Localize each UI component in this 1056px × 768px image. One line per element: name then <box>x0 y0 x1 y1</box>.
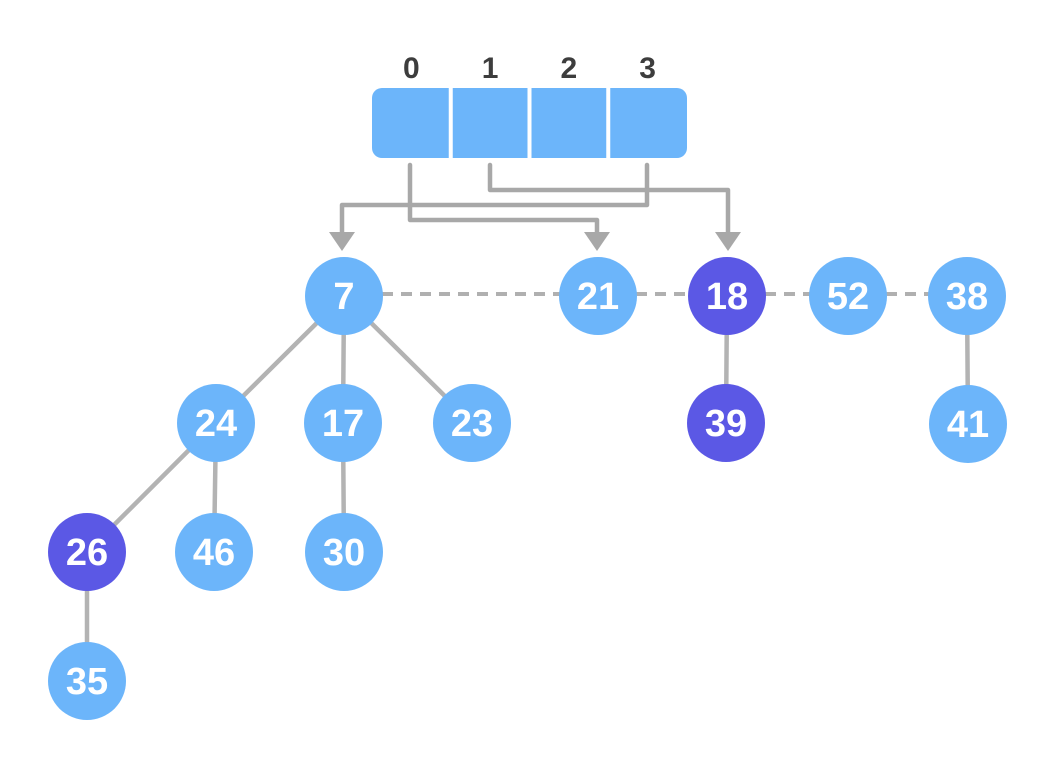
heap-node-circle-7 <box>305 257 383 335</box>
degree-array-index-label: 3 <box>639 52 656 85</box>
heap-node-23: 23 <box>433 384 511 462</box>
heap-node-value-39: 39 <box>705 403 747 445</box>
array-pointer-arrows-layer <box>329 162 741 251</box>
heap-node-26: 26 <box>48 513 126 591</box>
heap-node-circle-46 <box>175 513 253 591</box>
heap-node-value-30: 30 <box>323 532 365 574</box>
heap-node-value-17: 17 <box>322 403 364 445</box>
heap-node-value-46: 46 <box>193 532 235 574</box>
heap-node-30: 30 <box>305 513 383 591</box>
heap-node-21: 21 <box>559 257 637 335</box>
heap-node-value-24: 24 <box>195 403 237 445</box>
tree-edges-layer <box>84 293 971 684</box>
heap-node-52: 52 <box>809 257 887 335</box>
heap-node-value-52: 52 <box>827 276 869 318</box>
heap-node-circle-17 <box>304 384 382 462</box>
heap-node-circle-30 <box>305 513 383 591</box>
heap-node-7: 7 <box>305 257 383 335</box>
heap-node-24: 24 <box>177 384 255 462</box>
heap-node-circle-41 <box>929 385 1007 463</box>
heap-node-18: 18 <box>688 257 766 335</box>
heap-node-circle-21 <box>559 257 637 335</box>
heap-node-value-41: 41 <box>947 404 989 446</box>
slot-0-to-node-21-arrowhead-icon <box>584 232 610 251</box>
heap-node-46: 46 <box>175 513 253 591</box>
heap-node-value-26: 26 <box>66 532 108 574</box>
heap-node-value-7: 7 <box>333 276 354 318</box>
heap-node-39: 39 <box>687 384 765 462</box>
degree-array-layer: 0 1 2 3 <box>372 52 687 158</box>
degree-array-index-label: 1 <box>482 52 499 85</box>
heap-node-circle-39 <box>687 384 765 462</box>
heap-node-value-18: 18 <box>706 276 748 318</box>
heap-nodes-layer: 7 21 18 52 38 24 17 23 39 41 26 46 30 35 <box>48 257 1007 720</box>
heap-node-circle-23 <box>433 384 511 462</box>
slot-1-to-node-18-line <box>487 162 731 236</box>
heap-node-value-21: 21 <box>577 276 619 318</box>
slot-3-to-node-7-arrowhead-icon <box>329 232 355 251</box>
degree-array-index-label: 2 <box>561 52 578 85</box>
degree-array-index-label: 0 <box>403 52 420 85</box>
heap-node-35: 35 <box>48 642 126 720</box>
heap-node-circle-35 <box>48 642 126 720</box>
slot-3-to-node-7-line <box>339 162 650 236</box>
heap-node-41: 41 <box>929 385 1007 463</box>
heap-node-circle-38 <box>928 257 1006 335</box>
slot-0-to-node-21-line <box>407 162 600 236</box>
heap-node-circle-24 <box>177 384 255 462</box>
heap-node-circle-26 <box>48 513 126 591</box>
slot-1-to-node-18-arrowhead-icon <box>715 232 741 251</box>
heap-node-value-35: 35 <box>66 661 108 703</box>
heap-node-value-38: 38 <box>946 276 988 318</box>
heap-node-circle-52 <box>809 257 887 335</box>
heap-node-38: 38 <box>928 257 1006 335</box>
heap-node-17: 17 <box>304 384 382 462</box>
heap-node-circle-18 <box>688 257 766 335</box>
heap-node-value-23: 23 <box>451 403 493 445</box>
